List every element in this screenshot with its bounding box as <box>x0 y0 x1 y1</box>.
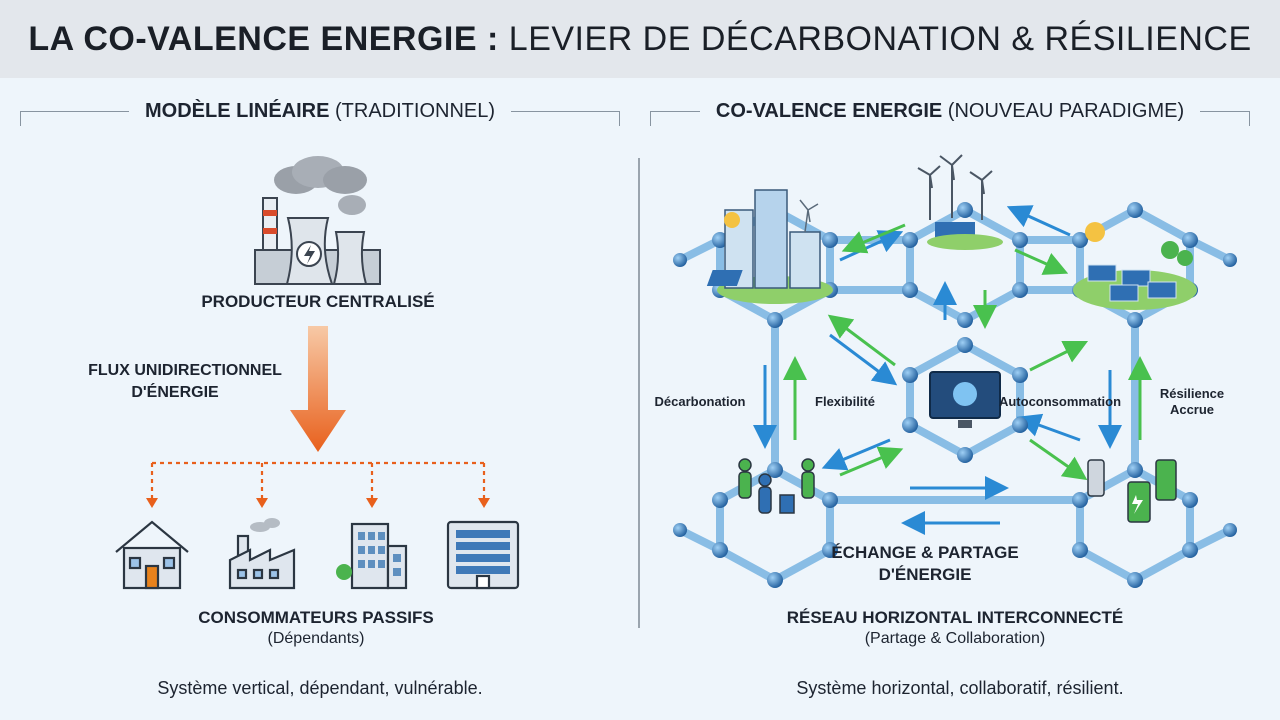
downward-flow-arrow <box>290 326 346 452</box>
label-flexibilite: Flexibilité <box>815 394 875 409</box>
ai-monitor-icon <box>929 371 1001 428</box>
network-sublabel: (Partage & Collaboration) <box>864 630 1046 647</box>
left-panel-heading: MODÈLE LINÉAIRE (TRADITIONNEL) <box>20 93 621 129</box>
green-flow-arrows <box>783 223 1152 481</box>
network-label: RÉSEAU HORIZONTAL INTERCONNECTÉ <box>786 608 1124 627</box>
people-icon <box>738 458 815 514</box>
city-icon <box>706 189 833 304</box>
distribution-lines <box>150 461 486 500</box>
consumers-sublabel: (Dépendants) <box>267 630 365 647</box>
label-decarbonation: Décarbonation <box>654 394 745 409</box>
ev-battery-icon <box>1087 459 1177 523</box>
solar-farm-icon <box>1073 222 1197 310</box>
factory-icon <box>228 518 296 590</box>
tower-building-icon <box>446 520 520 590</box>
right-summary: Système horizontal, collaboratif, résili… <box>796 678 1124 698</box>
wind-turbine-icon <box>917 154 1003 250</box>
page-title: LA CO-VALENCE ENERGIE : LEVIER DE DÉCARB… <box>28 19 1252 58</box>
linear-model-diagram <box>115 156 520 590</box>
house-icon <box>115 520 189 590</box>
producer-label: PRODUCTEUR CENTRALISÉ <box>201 292 435 311</box>
consumers-label: CONSOMMATEURS PASSIFS <box>198 608 434 627</box>
office-building-icon <box>336 522 408 590</box>
label-accrue: Accrue <box>1170 402 1214 417</box>
label-resilience: Résilience <box>1160 386 1224 401</box>
right-panel-heading: CO-VALENCE ENERGIE (NOUVEAU PARADIGME) <box>650 93 1251 129</box>
power-plant-icon <box>254 156 381 285</box>
panel-divider <box>638 158 640 628</box>
label-autoconsommation: Autoconsommation <box>999 394 1121 409</box>
left-summary: Système vertical, dépendant, vulnérable. <box>157 678 483 698</box>
title-bar: LA CO-VALENCE ENERGIE : LEVIER DE DÉCARB… <box>0 0 1280 78</box>
covalence-network-diagram: Décarbonation Flexibilité Autoconsommati… <box>654 154 1237 588</box>
